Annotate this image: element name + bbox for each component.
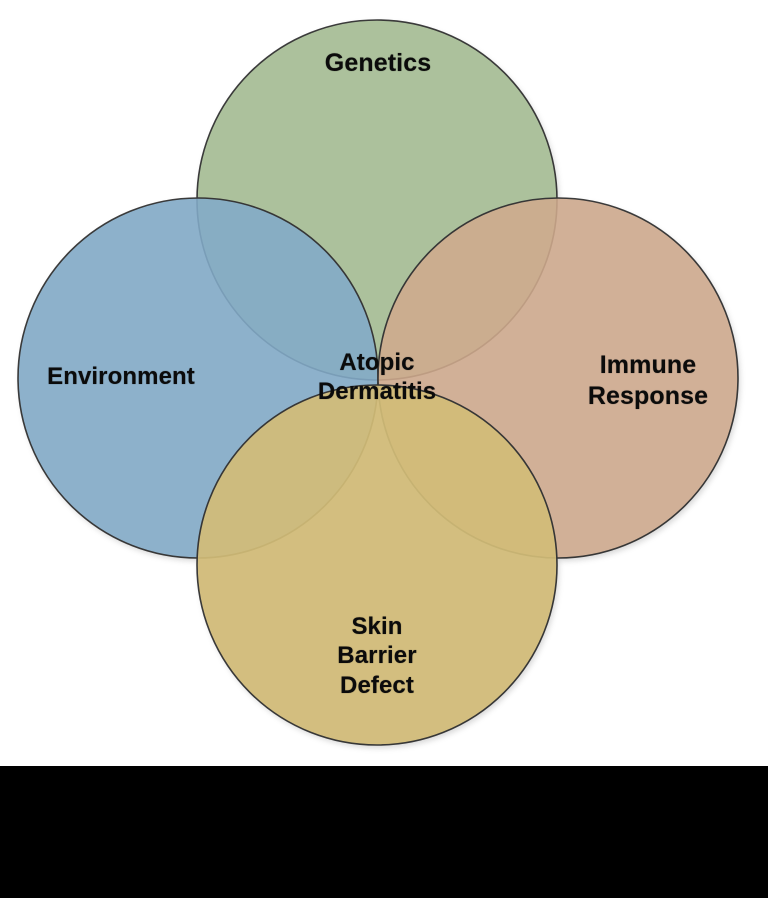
venn-circle-skin-barrier-defect[interactable]	[196, 384, 558, 746]
venn-diagram-canvas	[17, 19, 739, 746]
venn-diagram-figure: Genetics Environment Immune Response Ato…	[17, 19, 739, 746]
bottom-black-bar	[0, 766, 768, 898]
venn-circles-group	[17, 19, 739, 746]
